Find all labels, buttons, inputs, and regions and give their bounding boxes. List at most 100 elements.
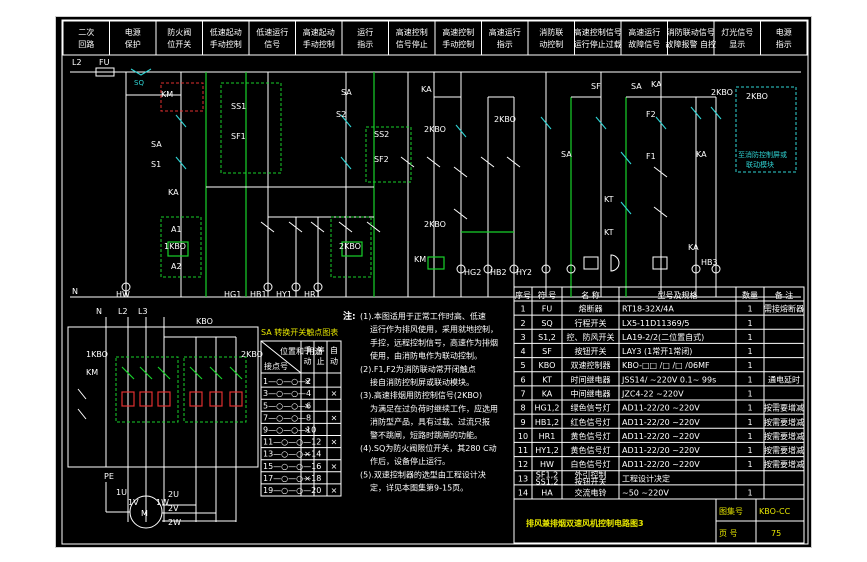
label-l2b: L3 <box>138 307 148 316</box>
parts-cell: 行程开关 <box>575 318 607 328</box>
label-fu: FU <box>99 58 110 67</box>
header-cell-1-line-1: 保护 <box>125 39 141 49</box>
parts-cell: 1 <box>747 404 752 413</box>
notes: 注: (1).本图适用于正常工作时高、低速运行作为排风使用，采用就地控制，手控，… <box>343 310 498 493</box>
label-hw: HW <box>116 290 130 299</box>
parts-cell: 1 <box>520 305 525 314</box>
parts-cell: KA <box>542 390 553 399</box>
parts-cell: HY1,2 <box>535 446 559 455</box>
atlas-label: 图集号 <box>719 506 743 516</box>
coil-km <box>427 256 445 270</box>
label-ka3: KA <box>696 150 707 159</box>
sa-col-header-0: 动 <box>304 356 312 366</box>
notes-title: 注: <box>343 310 356 322</box>
header-cell-9-line-1: 指示 <box>497 39 513 49</box>
parts-cell: AD11-22/20 ~220V <box>622 446 700 455</box>
header-cell-0-line-0: 二次 <box>78 27 94 37</box>
parts-cell: JZC4-22 ~220V <box>621 390 684 399</box>
header-cell-2-line-1: 位开关 <box>167 39 191 49</box>
sa-table-title: SA 转换开关触点图表 <box>261 327 338 337</box>
label-sa3: SA <box>631 82 642 91</box>
header-cell-2-line-0: 防火阀 <box>167 27 191 37</box>
header-cell-11-line-1: 运行停止过载 <box>574 39 622 49</box>
sa-row-label: 3—○—○—4 <box>263 389 311 398</box>
parts-cell: 外引控制 <box>575 470 607 480</box>
parts-cell: KBO-□□ /□ /□ /06MF <box>622 361 710 370</box>
label-2kbo-c: 2KBO <box>494 115 516 124</box>
parts-header-5: 备 注 <box>775 290 794 300</box>
header-cell-7-line-0: 高速控制 <box>396 27 428 37</box>
parts-cell: SF1,2 <box>536 471 558 480</box>
parts-cell: 按需要增减 <box>764 445 804 455</box>
header-cell-0-line-1: 回路 <box>78 39 94 49</box>
page-value: 75 <box>771 529 781 538</box>
parts-cell: HA <box>541 489 553 498</box>
note-line: 使用，由消防电作为联动控制。 <box>370 351 482 361</box>
parts-cell: SF <box>542 347 552 356</box>
parts-header-3: 型号及规格 <box>658 290 698 300</box>
label-hb3: HB3 <box>701 258 718 267</box>
parts-cell: AD11-22/20 ~220V <box>622 432 700 441</box>
drawing-sheet: 二次回路电源保护防火阀位开关低速起动手动控制低速运行信号高速起动手动控制运行指示… <box>55 16 812 548</box>
coil-kt <box>583 256 599 270</box>
parts-cell: AD11-22/20 ~220V <box>622 418 700 427</box>
label-sa1: SA <box>151 140 162 149</box>
parts-cell: JSS14/ ~220V 0.1~ 99s <box>621 375 716 384</box>
sa-mark: × <box>331 389 338 398</box>
parts-cell: HG1,2 <box>535 404 560 413</box>
sa-col-header-1: 止 <box>317 356 325 366</box>
main-contacts <box>115 356 247 423</box>
parts-cell: 7 <box>520 390 525 399</box>
parts-cell: 1 <box>747 390 752 399</box>
label-sq: SQ <box>134 79 144 87</box>
sa-row-label: 9—○—○—10 <box>263 426 316 435</box>
parts-cell: 控、防风开关 <box>567 332 615 342</box>
note-line: (2).F1,F2为消防联动常开闭触点 <box>360 364 476 374</box>
label-1u: 1U <box>116 488 127 497</box>
header-cell-8-line-0: 高速控制 <box>442 27 474 37</box>
parts-header-4: 数量 <box>742 290 758 300</box>
parts-cell: SS1,2 <box>536 478 559 487</box>
linkage-box <box>735 86 797 173</box>
label-2kbo-b: 2KBO <box>424 125 446 134</box>
parts-header-2: 名 称 <box>581 290 600 300</box>
note-line: 为满足在过负荷时继续工作，应选用 <box>370 403 498 413</box>
label-l1: L2 <box>118 307 128 316</box>
note-line: 接自消防控制屏或联动模块。 <box>370 377 474 387</box>
header-cell-10-line-0: 消防联 <box>539 27 563 37</box>
sa-mark: × <box>304 377 311 386</box>
label-n2: N <box>96 307 102 316</box>
parts-cell: 双速控制器 <box>571 360 611 370</box>
sa-mark: × <box>304 426 311 435</box>
header-cell-13-line-0: 消防联动信号 <box>667 27 715 37</box>
note-line: (5).双速控制器的选型由工程设计决 <box>360 469 486 479</box>
label-kt2: KT <box>604 228 614 237</box>
label-sf1: SF1 <box>231 132 246 141</box>
label-hy1: HY1 <box>276 290 292 299</box>
sa-col-header-2: 动 <box>330 356 338 366</box>
label-sf: SF <box>591 82 601 91</box>
label-ka4: KA <box>651 80 662 89</box>
parts-cell: HR1 <box>539 432 556 441</box>
coil-ka <box>652 256 668 270</box>
header-cell-14-line-0: 灯光信号 <box>721 27 753 37</box>
label-hg2: HG2 <box>464 268 481 277</box>
header-cell-5-line-0: 高速起动 <box>303 27 335 37</box>
linkage-note: 至消防控制屏或 联动模块 <box>738 150 789 169</box>
label-ss1: SS1 <box>231 102 246 111</box>
parts-cell: 按需要增减 <box>764 403 804 413</box>
ss1-box <box>220 82 282 174</box>
parts-cell: LA19-2/2(二位置自式) <box>622 332 704 342</box>
header-cell-4-line-0: 低速运行 <box>256 27 288 37</box>
parts-cell: 8 <box>520 404 525 413</box>
header-cell-11-line-0: 高速控制信号 <box>574 27 622 37</box>
parts-cell: 1 <box>747 319 752 328</box>
header-cell-5-line-1: 手动控制 <box>303 39 335 49</box>
label-hb1: HB1 <box>250 290 267 299</box>
sa-row-label: 19—○—○—20 <box>263 486 321 495</box>
sa-mark: × <box>331 438 338 447</box>
sa-col-header-2: 自 <box>330 345 338 355</box>
header-cell-12-line-0: 高速运行 <box>628 27 660 37</box>
